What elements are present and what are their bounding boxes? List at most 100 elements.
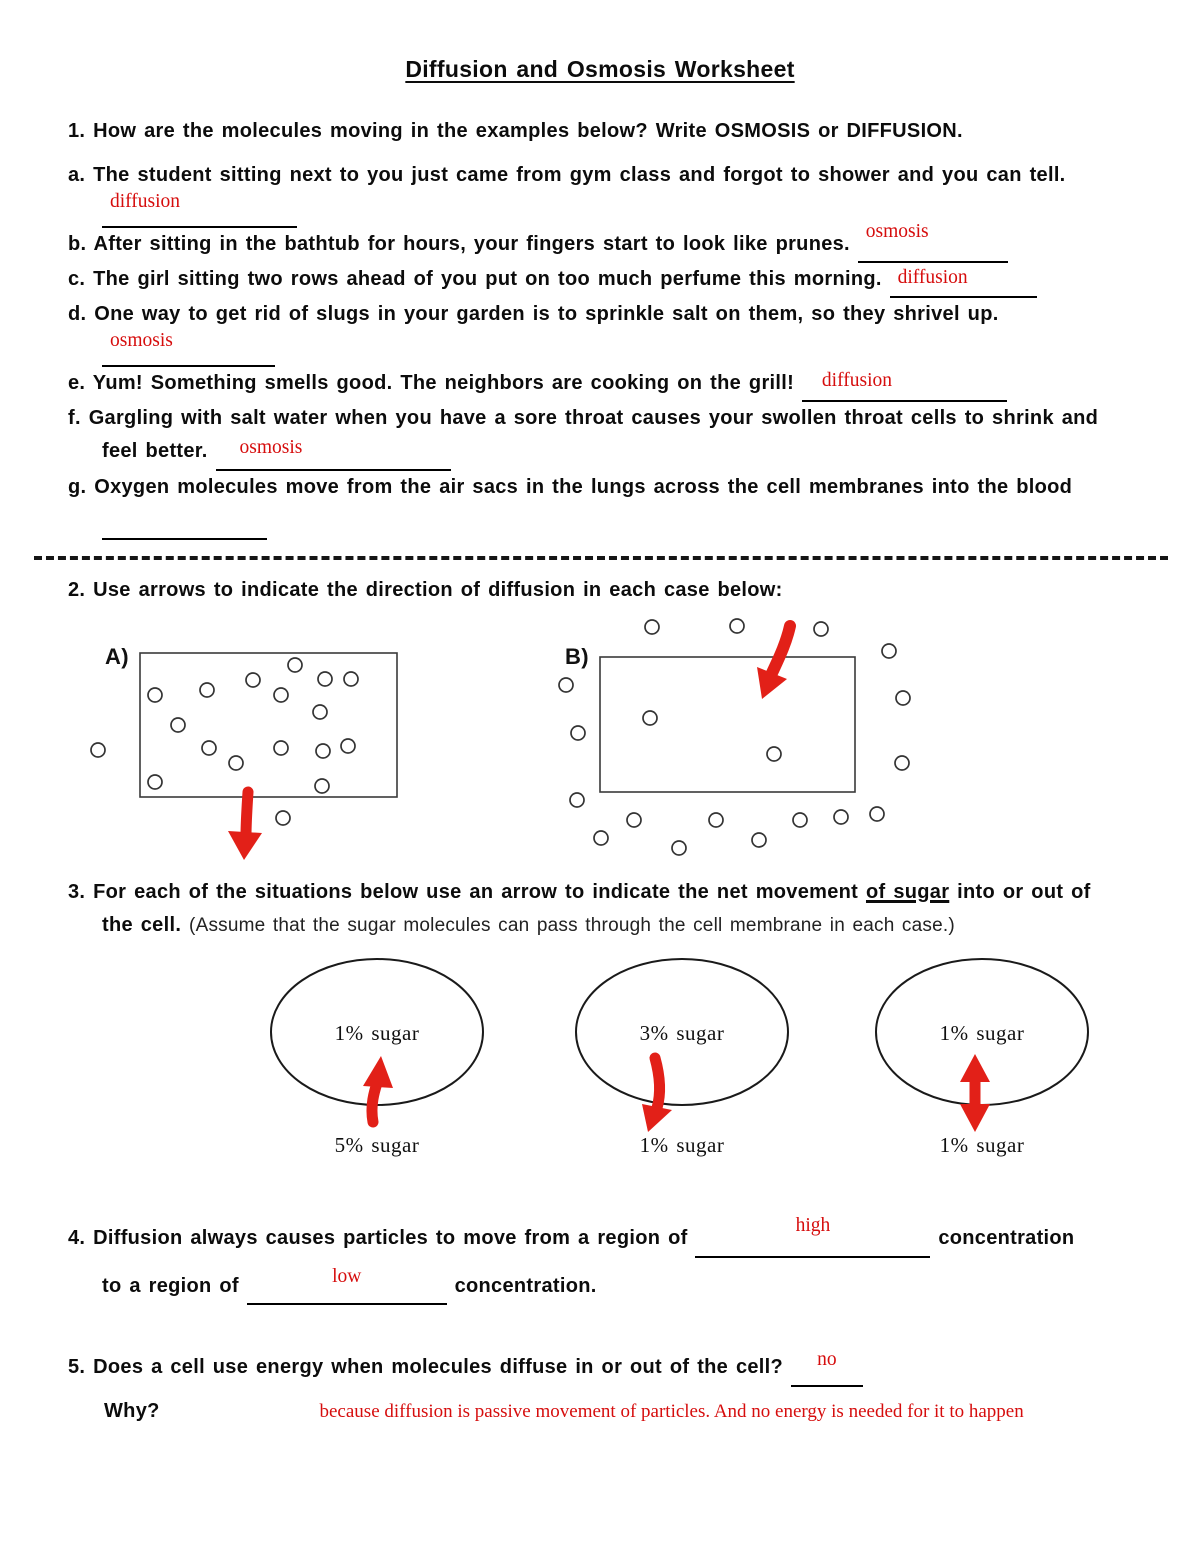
q2-diagrams: A) B) bbox=[0, 612, 1200, 872]
item-letter: e. bbox=[68, 371, 86, 394]
answer-blank-low: low bbox=[246, 1266, 447, 1306]
molecule bbox=[626, 812, 642, 828]
molecule bbox=[813, 621, 829, 637]
answer-blank-no: no bbox=[790, 1349, 863, 1387]
q1-item-d: d. One way to get rid of slugs in your g… bbox=[68, 298, 1118, 367]
q3-cell-diagrams: 1% sugar 5% sugar 3% sugar 1% sugar 1% s… bbox=[0, 952, 1200, 1178]
answer-blank-g bbox=[102, 504, 267, 541]
diagram-a-box bbox=[139, 652, 398, 798]
molecule bbox=[228, 755, 244, 771]
item-text: After sitting in the bathtub for hours, … bbox=[93, 232, 850, 255]
page-title: Diffusion and Osmosis Worksheet bbox=[0, 0, 1200, 83]
molecule bbox=[558, 677, 574, 693]
question-4-line2: to a region of low concentration. bbox=[68, 1266, 1160, 1306]
molecule bbox=[593, 830, 609, 846]
diagram-b-molecules bbox=[558, 618, 911, 856]
molecule bbox=[894, 755, 910, 771]
molecule bbox=[869, 806, 885, 822]
molecule bbox=[273, 740, 289, 756]
answer-text-b: osmosis bbox=[865, 220, 929, 242]
molecule bbox=[273, 687, 289, 703]
q5-why-label: Why? bbox=[104, 1399, 160, 1422]
molecule bbox=[90, 742, 106, 758]
diagram-a-label: A) bbox=[105, 644, 129, 669]
molecule bbox=[708, 812, 724, 828]
question-2-prompt: 2. Use arrows to indicate the direction … bbox=[68, 579, 783, 602]
item-text: The student sitting next to you just cam… bbox=[93, 164, 1066, 186]
item-text: One way to get rid of slugs in your gard… bbox=[94, 303, 999, 326]
q1-item-g: g. Oxygen molecules move from the air sa… bbox=[68, 471, 1118, 541]
q4-part2: concentration bbox=[938, 1227, 1075, 1250]
item-text: Yum! Something smells good. The neighbor… bbox=[92, 371, 795, 394]
item-letter: d. bbox=[68, 303, 87, 326]
diagram-b-box bbox=[599, 656, 856, 793]
molecule bbox=[570, 725, 586, 741]
question-4-line1: 4. Diffusion always causes particles to … bbox=[68, 1215, 1160, 1258]
q1-word-diffusion: DIFFUSION bbox=[846, 120, 958, 142]
molecule bbox=[642, 710, 658, 726]
red-arrow-into-box bbox=[766, 620, 796, 680]
page-title-text: Diffusion and Osmosis Worksheet bbox=[405, 56, 795, 82]
q4-part4: concentration. bbox=[454, 1274, 597, 1297]
red-arrowhead-down bbox=[228, 831, 262, 861]
question-1-items: a. The student sitting next to you just … bbox=[68, 159, 1138, 541]
item-letter: f. bbox=[68, 407, 81, 430]
molecule bbox=[312, 704, 328, 720]
molecule bbox=[881, 643, 897, 659]
answer-text-a: diffusion bbox=[110, 191, 181, 213]
answer-text-high: high bbox=[795, 1215, 831, 1237]
q4-part3: to a region of bbox=[102, 1274, 239, 1297]
cell-diagram-2: 3% sugar 1% sugar bbox=[575, 958, 789, 1157]
q1-number: 1. bbox=[68, 120, 86, 142]
answer-text-f: osmosis bbox=[239, 437, 303, 459]
red-arrowhead-down bbox=[642, 1104, 672, 1133]
answer-text-low: low bbox=[332, 1265, 362, 1287]
answer-blank-e: diffusion bbox=[801, 367, 1007, 403]
molecule bbox=[147, 774, 163, 790]
molecule bbox=[751, 832, 767, 848]
red-arrow-out-of-cell bbox=[649, 1052, 665, 1114]
q3-emphasis-of-sugar: of sugar bbox=[865, 881, 950, 904]
q1-period: . bbox=[957, 120, 963, 142]
cell-1-outside-label: 5% sugar bbox=[335, 1133, 420, 1157]
molecule bbox=[287, 657, 303, 673]
molecule bbox=[569, 792, 585, 808]
red-arrowhead-up bbox=[363, 1056, 393, 1089]
cell-2-outside-label: 1% sugar bbox=[640, 1133, 725, 1157]
diffusion-diagram-a: A) bbox=[90, 644, 398, 861]
answer-blank-a: diffusion bbox=[102, 191, 297, 228]
answer-blank-c: diffusion bbox=[889, 263, 1037, 299]
answer-text-d: osmosis bbox=[110, 330, 173, 352]
answer-blank-d: osmosis bbox=[102, 330, 275, 367]
q1-item-a: a. The student sitting next to you just … bbox=[68, 159, 1118, 228]
answer-text-c: diffusion bbox=[897, 266, 968, 288]
molecule bbox=[147, 687, 163, 703]
red-arrow-out-of-box bbox=[240, 786, 254, 842]
q1-item-e: e. Yum! Something smells good. The neigh… bbox=[68, 367, 1118, 403]
q1-item-c: c. The girl sitting two rows ahead of yo… bbox=[68, 263, 1118, 299]
molecule bbox=[317, 671, 333, 687]
molecule bbox=[792, 812, 808, 828]
molecule bbox=[340, 738, 356, 754]
cell-1-inside-label: 1% sugar bbox=[335, 1021, 420, 1045]
molecule bbox=[201, 740, 217, 756]
cell-diagram-1: 1% sugar 5% sugar bbox=[270, 958, 484, 1157]
answer-blank-f: osmosis bbox=[215, 435, 451, 471]
question-5-why: Why? because diffusion is passive moveme… bbox=[104, 1395, 1160, 1428]
q1-prompt-text: How are the molecules moving in the exam… bbox=[93, 120, 707, 142]
answer-text-g bbox=[102, 504, 110, 527]
answer-blank-b: osmosis bbox=[857, 221, 1008, 263]
molecule bbox=[245, 672, 261, 688]
cell-diagram-3: 1% sugar 1% sugar bbox=[875, 958, 1089, 1157]
red-arrowhead-down bbox=[757, 667, 787, 700]
answer-text-e: diffusion bbox=[821, 369, 892, 391]
cell-2-inside-label: 3% sugar bbox=[640, 1021, 725, 1045]
diagram-a-molecules bbox=[90, 657, 359, 826]
molecule bbox=[343, 671, 359, 687]
molecule bbox=[314, 778, 330, 794]
diffusion-diagram-b: B) bbox=[558, 618, 911, 856]
diagram-b-label: B) bbox=[565, 644, 589, 669]
red-arrowhead-down bbox=[960, 1104, 990, 1133]
question-1-prompt: 1. How are the molecules moving in the e… bbox=[68, 115, 1130, 147]
